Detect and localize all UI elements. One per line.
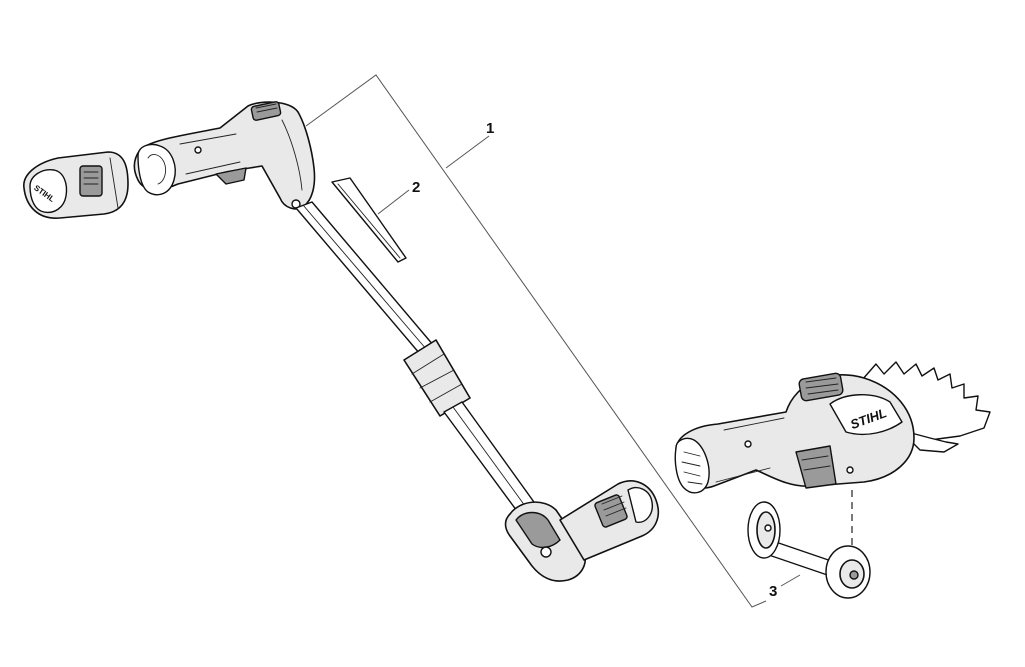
cover-strip-part-2 [331, 177, 407, 263]
callout-3: 3 [769, 583, 777, 600]
callout-1: 1 [486, 120, 494, 137]
wheel-assembly-part-3 [747, 501, 871, 599]
handle-housing [133, 101, 316, 210]
battery-pack-left: STIHL [23, 151, 129, 219]
leader-line-3 [780, 574, 801, 587]
telescopic-shaft [295, 201, 545, 527]
leader-line-2 [377, 189, 410, 215]
leader-line-1 [445, 135, 490, 169]
angled-head-connector [504, 480, 660, 582]
hedge-trimmer-unit: STIHL [674, 361, 991, 494]
part-1-group-bracket [305, 74, 767, 608]
callout-2: 2 [412, 179, 420, 196]
